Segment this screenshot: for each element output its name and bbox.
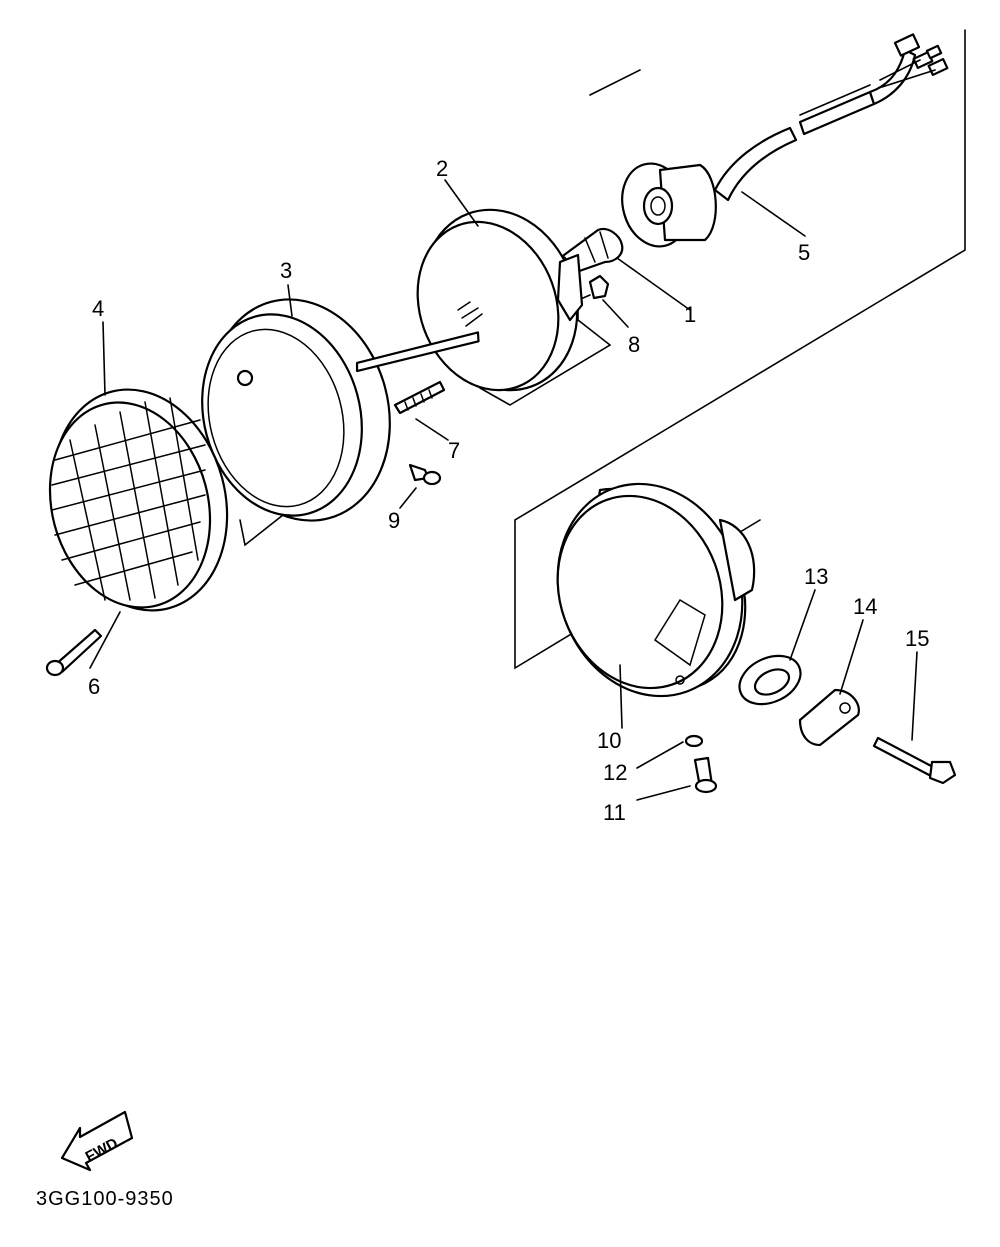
part-13-grommet	[738, 654, 802, 706]
label-part-6: 6	[88, 674, 100, 699]
part-3-rim	[201, 298, 391, 522]
label-part-5: 5	[798, 240, 810, 265]
label-part-8: 8	[628, 332, 640, 357]
part-14-cap	[798, 688, 860, 747]
part-7-adjust-screw	[355, 331, 480, 415]
label-part-3: 3	[280, 258, 292, 283]
part-11-screw	[693, 756, 718, 794]
label-part-7: 7	[448, 438, 460, 463]
part-9-screw	[408, 463, 442, 486]
label-part-9: 9	[388, 508, 400, 533]
label-part-4: 4	[92, 296, 104, 321]
label-part-10: 10	[597, 728, 621, 753]
label-part-13: 13	[804, 564, 828, 589]
part-6-screw	[45, 628, 103, 677]
label-part-1: 1	[684, 302, 696, 327]
label-part-14: 14	[853, 594, 877, 619]
diagram-code: 3GG100-9350	[36, 1188, 174, 1210]
part-8-nut	[588, 274, 610, 300]
part-2-lens-unit	[416, 208, 584, 392]
leader-lines	[89, 179, 918, 801]
fwd-arrow: FWD	[60, 1110, 134, 1172]
label-part-12: 12	[603, 760, 627, 785]
part-15-bolt	[872, 736, 957, 785]
part-12-washer	[684, 734, 704, 748]
label-part-15: 15	[905, 626, 929, 651]
label-part-2: 2	[436, 156, 448, 181]
label-part-11: 11	[603, 800, 626, 825]
part-4-grille-guard	[48, 388, 229, 612]
part-10-housing	[556, 482, 756, 698]
part-labels: 2 3 4 5 1 8 7 9 6 13 14 15 10 12 11	[88, 156, 929, 825]
part-5-wire-harness	[621, 33, 949, 248]
